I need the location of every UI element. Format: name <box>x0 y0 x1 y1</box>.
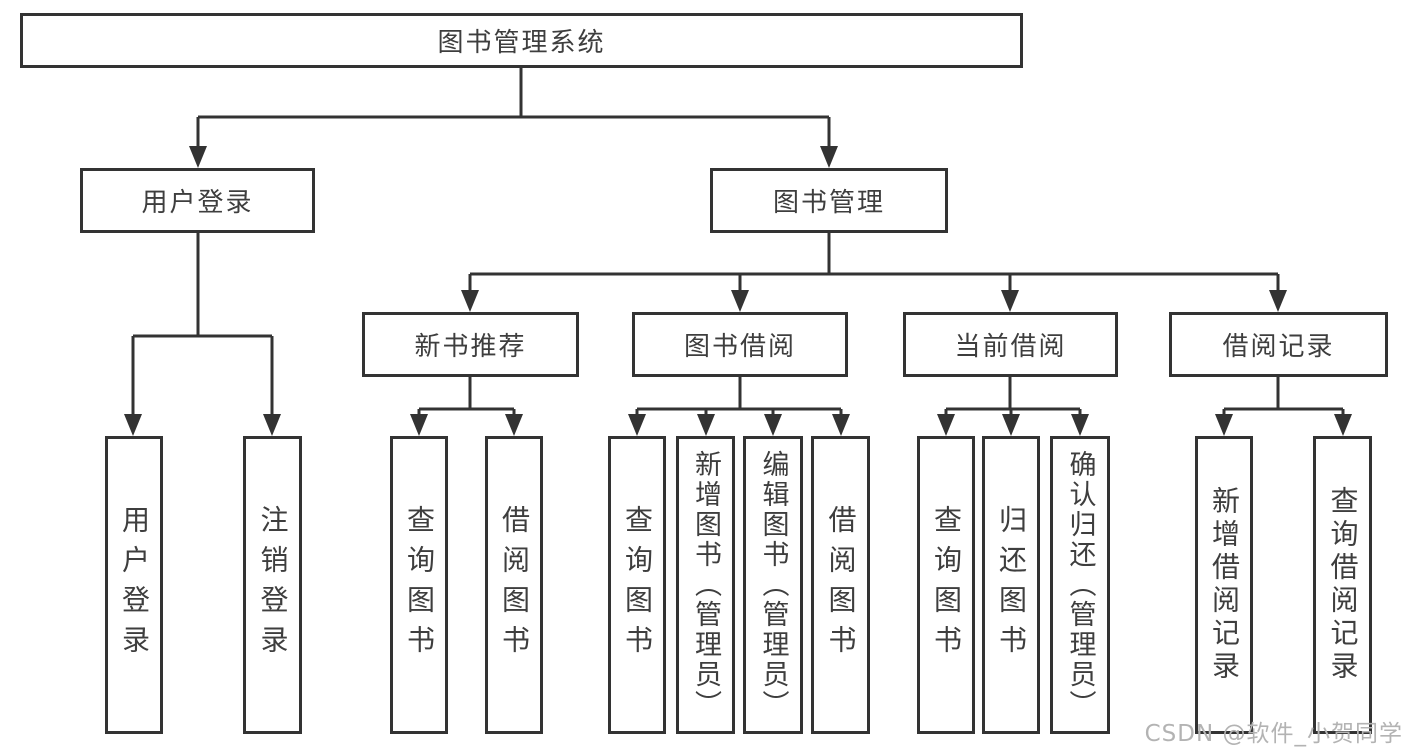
node-leaf-return-books: 归还图书 <box>982 436 1040 734</box>
node-leaf-query-books-3-label: 查询图书 <box>930 505 963 665</box>
node-leaf-confirm-return-admin: 确认归还（管理员） <box>1050 436 1110 734</box>
node-leaf-logout: 注销登录 <box>243 436 302 734</box>
node-leaf-logout-label: 注销登录 <box>256 505 290 665</box>
node-leaf-query-books-3: 查询图书 <box>917 436 975 734</box>
node-leaf-add-books-admin: 新增图书（管理员） <box>676 436 735 734</box>
node-leaf-query-books-2-label: 查询图书 <box>621 505 654 665</box>
node-leaf-query-books-2: 查询图书 <box>608 436 666 734</box>
node-leaf-query-books-1-label: 查询图书 <box>403 505 436 665</box>
node-new-book-recommendation: 新书推荐 <box>362 312 579 377</box>
node-leaf-edit-books-admin-label: 编辑图书（管理员） <box>757 450 789 720</box>
node-current-borrowing: 当前借阅 <box>903 312 1118 377</box>
node-borrowing-records: 借阅记录 <box>1169 312 1388 377</box>
node-leaf-borrow-books-1: 借阅图书 <box>485 436 543 734</box>
node-leaf-user-login: 用户登录 <box>105 436 163 734</box>
connector-arrowheads <box>124 146 1352 436</box>
node-leaf-borrow-books-2: 借阅图书 <box>811 436 870 734</box>
node-leaf-borrow-books-2-label: 借阅图书 <box>824 505 858 665</box>
node-leaf-query-books-1: 查询图书 <box>390 436 448 734</box>
node-leaf-confirm-return-admin-label: 确认归还（管理员） <box>1064 450 1096 720</box>
node-book-borrowing: 图书借阅 <box>632 312 848 377</box>
node-leaf-add-borrow-record-label: 新增借阅记录 <box>1208 486 1241 684</box>
node-leaf-user-login-label: 用户登录 <box>118 505 151 665</box>
node-leaf-query-borrow-record: 查询借阅记录 <box>1313 436 1372 734</box>
watermark: CSDN @软件_小贺同学 <box>1144 721 1403 747</box>
node-leaf-query-borrow-record-label: 查询借阅记录 <box>1326 486 1360 684</box>
node-leaf-add-borrow-record: 新增借阅记录 <box>1195 436 1253 734</box>
node-leaf-add-books-admin-label: 新增图书（管理员） <box>690 450 721 720</box>
node-user-login: 用户登录 <box>80 168 315 233</box>
node-book-management: 图书管理 <box>710 168 948 233</box>
node-leaf-return-books-label: 归还图书 <box>995 505 1028 665</box>
node-library-management-system: 图书管理系统 <box>20 13 1023 68</box>
node-leaf-borrow-books-1-label: 借阅图书 <box>498 505 531 665</box>
node-leaf-edit-books-admin: 编辑图书（管理员） <box>743 436 803 734</box>
